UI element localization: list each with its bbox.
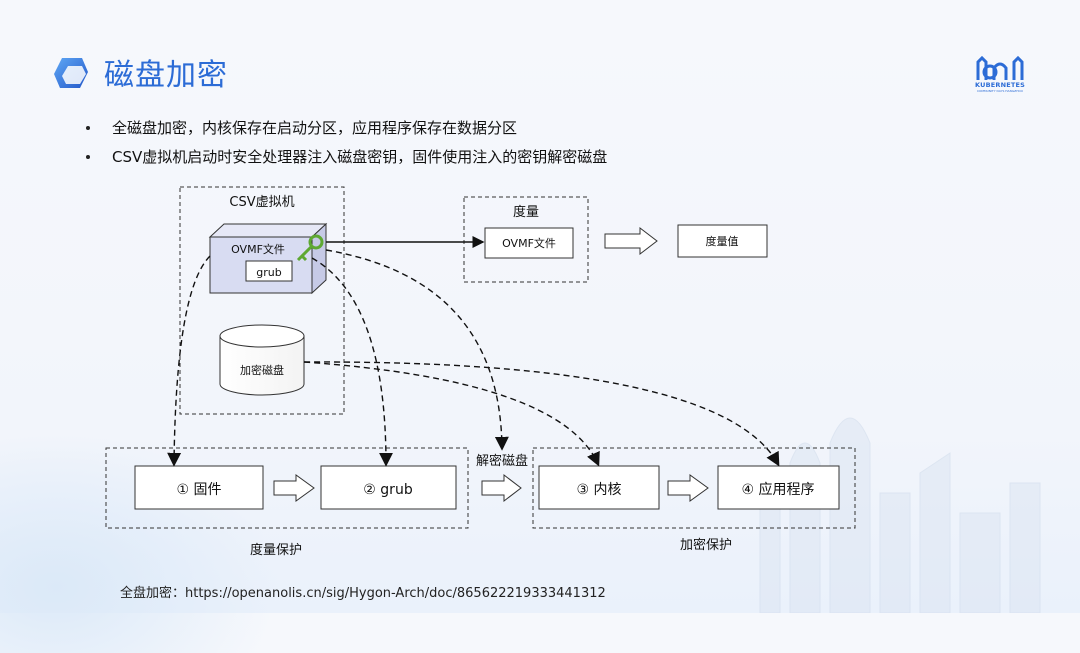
measure-value-label: 度量值 xyxy=(706,234,739,248)
measure-value-box xyxy=(677,224,768,258)
csv-vm-box xyxy=(179,186,345,415)
encrypted-disk-label: 加密磁盘 xyxy=(240,363,284,377)
step2-label: ② grub xyxy=(363,482,413,498)
decrypt-disk-label: 解密磁盘 xyxy=(476,453,528,469)
brand-tagline: COMMUNITY DAYS HANGZHOU xyxy=(976,89,1024,93)
disk-encryption-diagram: CSV虚拟机 OVMF文件 grub 加密磁盘 度量 OVMF文件 度量值 ① … xyxy=(105,186,856,558)
step1-to-step2-arrow xyxy=(273,474,315,502)
encrypted-disk-cylinder xyxy=(219,324,305,396)
bullet-item: CSV虚拟机启动时安全处理器注入磁盘密钥，固件使用注入的密钥解密磁盘 xyxy=(86,143,607,172)
grub-inner-label: grub xyxy=(256,266,281,279)
disk-to-app-arrow xyxy=(303,361,780,467)
csv-vm-label: CSV虚拟机 xyxy=(229,195,294,210)
ovmf-file-label: OVMF文件 xyxy=(231,242,285,256)
bullet-dot-icon xyxy=(86,155,90,159)
step3-to-step4-arrow xyxy=(667,474,709,502)
ovmf-to-decrypt-arrow xyxy=(325,249,509,451)
page-title: 磁盘加密 xyxy=(104,58,228,93)
measure-protect-box xyxy=(105,447,469,529)
measure-ovmf-box xyxy=(484,227,574,259)
step4-box xyxy=(717,465,840,510)
title-logo-icon xyxy=(54,58,88,88)
ovmf-to-firmware-arrow xyxy=(167,255,211,467)
kubernetes-brand-icon xyxy=(976,55,1024,80)
step3-box xyxy=(538,465,660,510)
step1-box xyxy=(134,465,264,510)
step4-label: ④ 应用程序 xyxy=(741,481,814,498)
footer-reference: 全盘加密：https://openanolis.cn/sig/Hygon-Arc… xyxy=(120,586,606,601)
measure-protect-label: 度量保护 xyxy=(250,542,302,558)
step1-label: ① 固件 xyxy=(176,482,221,498)
brand-name: KUBERNETES xyxy=(974,81,1026,89)
bullet-list: 全磁盘加密，内核保存在启动分区，应用程序保存在数据分区 CSV虚拟机启动时安全处… xyxy=(86,114,607,172)
key-icon xyxy=(296,234,324,262)
step2-box xyxy=(320,465,457,510)
measure-label: 度量 xyxy=(513,204,539,220)
encrypt-protect-label: 加密保护 xyxy=(680,537,732,553)
ovmf-file-box xyxy=(208,222,328,295)
bullet-dot-icon xyxy=(86,126,90,130)
decrypt-arrow xyxy=(481,473,522,503)
grub-inner-box xyxy=(245,260,293,282)
encrypt-protect-box xyxy=(532,447,856,529)
bullet-item: 全磁盘加密，内核保存在启动分区，应用程序保存在数据分区 xyxy=(86,114,607,143)
ovmf-to-grub-arrow xyxy=(311,257,393,467)
measure-ovmf-label: OVMF文件 xyxy=(502,236,556,250)
disk-to-kernel-arrow xyxy=(303,361,600,467)
measure-value-arrow xyxy=(604,226,658,256)
step3-label: ③ 内核 xyxy=(576,482,621,498)
